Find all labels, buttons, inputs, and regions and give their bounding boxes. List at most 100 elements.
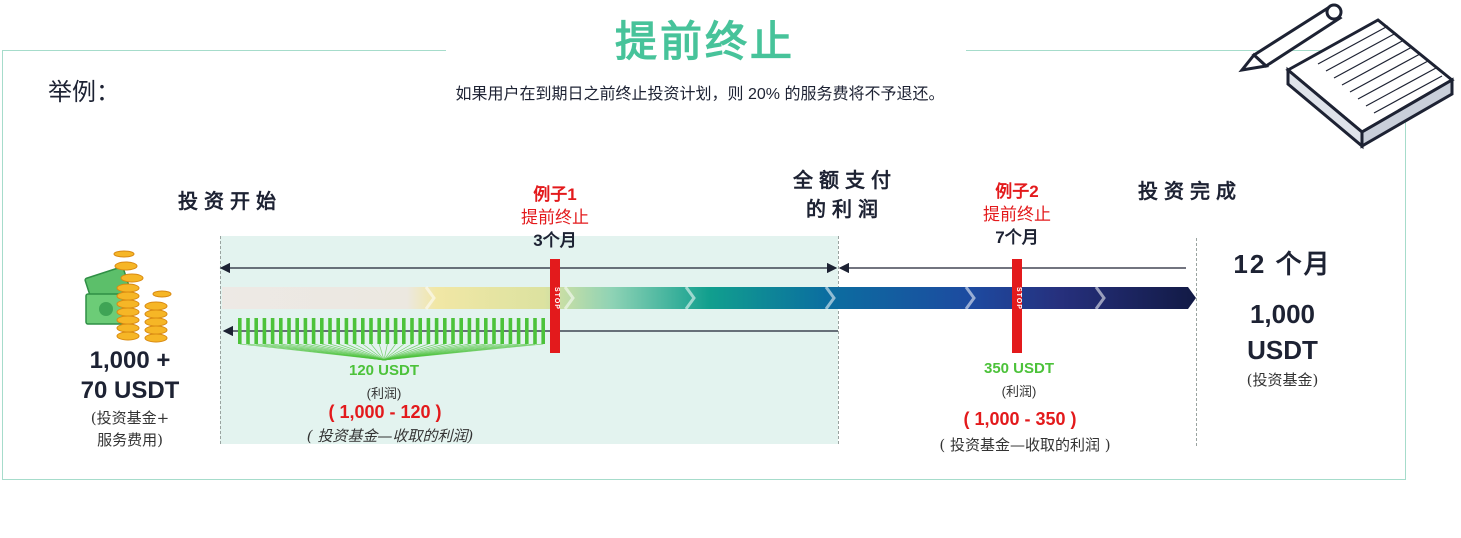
tally-bar (451, 318, 455, 344)
tally-bar (418, 318, 422, 344)
tally-bar (443, 318, 447, 344)
example-label: 举例： (48, 79, 120, 106)
complete-marker-line (1196, 238, 1197, 446)
ex2-profit-label: (利润) (1001, 384, 1037, 399)
fan-line (383, 343, 421, 361)
ex1-profit-label: (利润) (366, 386, 402, 401)
fan-line (378, 343, 385, 361)
tally-bar (344, 318, 349, 344)
stop-marker-example2: STOP (1012, 259, 1022, 353)
fan-line (362, 343, 385, 361)
money-coins-icon (84, 250, 172, 343)
right-amount-line1: 1,000 (1249, 299, 1316, 329)
example1-header: 例子1 提前终止 3个月 (495, 183, 615, 252)
milestone-full-pay-line2: 的利润 (806, 199, 884, 221)
tally-bar (287, 318, 291, 344)
ex2-formula: ( 1,000 - 350 ) (963, 409, 1077, 429)
fan-line (354, 343, 385, 361)
tally-bar (459, 318, 463, 344)
fan-line (383, 343, 413, 361)
fan-line (383, 343, 544, 361)
tally-bar (328, 318, 332, 344)
right-months: 12 个月 (1233, 249, 1332, 279)
tally-bar (508, 318, 513, 344)
left-note-line1: (投资基金+ (90, 409, 170, 427)
tally-bar (475, 318, 480, 344)
right-amount: 1,000 USDT (1210, 296, 1355, 368)
tally-bar (279, 318, 283, 344)
fan-line (383, 343, 396, 361)
tally-bar (500, 318, 504, 344)
example2-duration: 7个月 (995, 228, 1039, 247)
left-note: (投资基金+ 服务费用) (60, 407, 200, 451)
tally-bar (246, 318, 250, 344)
tally-bar (361, 318, 365, 344)
fan-line (370, 343, 385, 361)
example1-duration: 3个月 (533, 231, 577, 250)
tally-bar (303, 318, 308, 344)
tally-bar (262, 318, 267, 344)
tally-bar (402, 318, 406, 344)
ex1-profit: 120 USDT (348, 362, 420, 379)
notepad-pen-icon (1238, 3, 1455, 150)
progress-chevrons (424, 286, 1106, 310)
tally-bar (320, 318, 324, 344)
fan-line (383, 343, 388, 361)
tally-bar (426, 318, 431, 344)
subtitle: 如果用户在到期日之前终止投资计划，则 20% 的服务费将不予退还。 (455, 86, 945, 103)
page-title: 提前终止 (614, 18, 795, 65)
left-amount: 1,000 + 70 USDT (60, 346, 200, 406)
left-note-line2: 服务费用) (97, 431, 163, 449)
frame-top-line-right (966, 50, 1406, 51)
stop-label-example1: STOP (553, 287, 560, 310)
tally-bar (336, 318, 340, 344)
progress-bar (222, 287, 1196, 309)
tally-bar (311, 318, 316, 344)
tally-bar (238, 318, 242, 344)
fan-line (321, 343, 385, 361)
fan-line (383, 343, 429, 361)
fan-line (338, 343, 385, 361)
tally-bar (254, 318, 258, 344)
example1-action: 提前终止 (521, 208, 589, 227)
milestone-complete: 投资完成 (1138, 181, 1242, 203)
right-amount-line2: USDT (1247, 335, 1318, 365)
fan-line (383, 343, 405, 361)
profit-fan-lines (239, 343, 544, 361)
ex1-formula: ( 1,000 - 120 ) (328, 402, 442, 422)
ex2-formula-note: ( 投资基金—收取的利润 ) (939, 436, 1111, 454)
example2-name: 例子2 (995, 182, 1039, 201)
milestone-start: 投资开始 (178, 191, 282, 213)
tally-bar (295, 318, 299, 344)
content-frame (2, 50, 1406, 480)
stop-label-example2: STOP (1015, 287, 1022, 310)
tally-bar (484, 318, 488, 344)
example1-name: 例子1 (533, 185, 577, 204)
tally-bar (434, 318, 439, 344)
tally-bar (410, 318, 414, 344)
frame-top-line-left (2, 50, 446, 51)
tally-bar (525, 318, 529, 344)
milestone-full-pay-line1: 全额支付 (793, 170, 897, 192)
start-marker-line (220, 236, 221, 444)
tally-bar (369, 318, 373, 344)
tally-bar (270, 318, 275, 344)
fan-line (346, 343, 385, 361)
tally-bar (541, 318, 545, 344)
tally-bar (385, 318, 390, 344)
tally-bar (516, 318, 521, 344)
tally-bar (352, 318, 357, 344)
tally-bar (492, 318, 496, 344)
ex2-profit: 350 USDT (983, 360, 1055, 377)
left-amount-line1: 1,000 + (89, 347, 171, 374)
right-note: (投资基金) (1246, 371, 1319, 389)
stop-marker-example1: STOP (550, 259, 560, 353)
tally-bar (533, 318, 537, 344)
full-pay-marker-line (838, 236, 839, 444)
tally-bar (377, 318, 381, 344)
example2-header: 例子2 提前终止 7个月 (957, 180, 1077, 249)
tally-bar (393, 318, 398, 344)
example2-action: 提前终止 (983, 205, 1051, 224)
fan-line (329, 343, 385, 361)
